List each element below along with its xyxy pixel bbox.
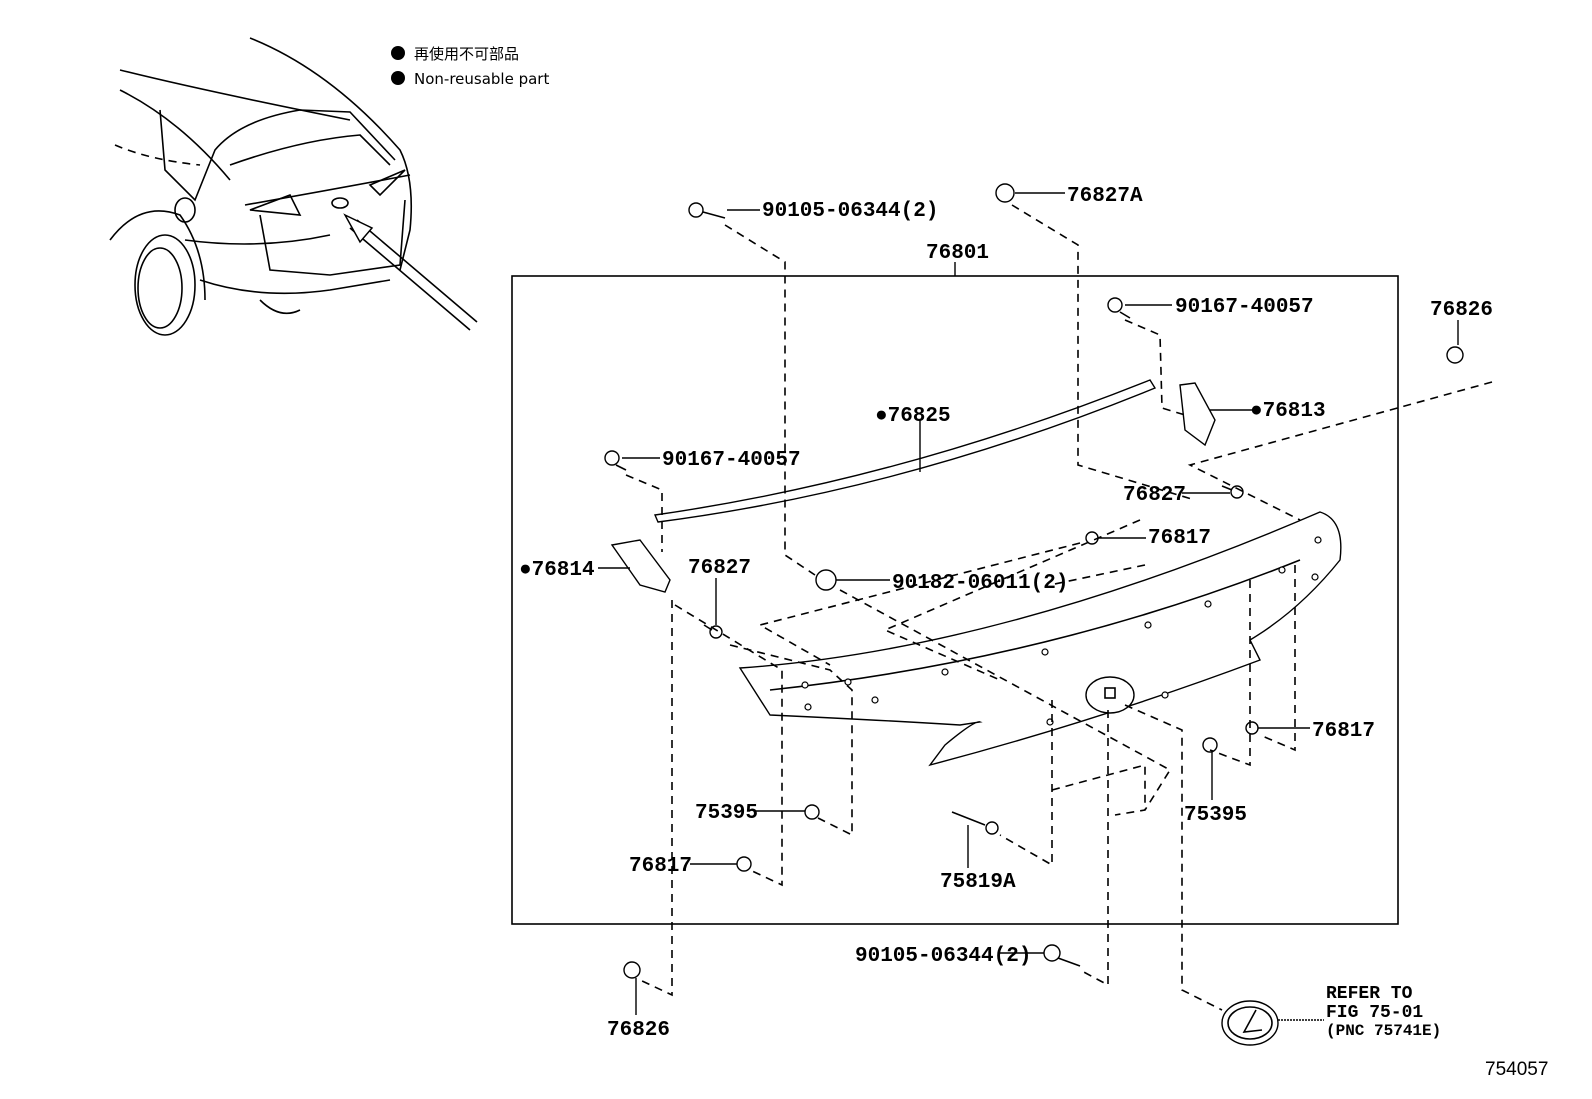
label-bolt-top: 90105-06344(2) (762, 200, 938, 223)
bolt-icon (688, 202, 704, 218)
refer-line-3: (PNC 75741E) (1326, 1022, 1441, 1040)
part-labels: 90105-06344(2) 76827A 76801 90167-40057 … (519, 185, 1493, 1042)
leader-lines (598, 192, 1459, 1021)
label-76827-right: 76827 (1123, 484, 1186, 507)
figure-number: 754057 (1485, 1059, 1548, 1080)
clip-icon (1230, 485, 1244, 499)
wire-75819A[interactable] (951, 811, 986, 826)
bracket-76814[interactable] (610, 539, 671, 593)
label-76817-right: 76817 (1312, 720, 1375, 743)
assembly-guide-lines (625, 204, 1493, 1011)
non-reusable-bullet-icon (391, 71, 405, 85)
emblem-mount (1085, 676, 1135, 714)
clip-icon (995, 183, 1015, 203)
label-76827-left: 76827 (688, 557, 751, 580)
label-76827A: 76827A (1067, 185, 1143, 208)
clip-icon (1245, 721, 1259, 735)
clip-icon (736, 856, 752, 872)
refer-note: REFER TO FIG 75-01 (PNC 75741E) (1326, 984, 1441, 1040)
refer-line-2: FIG 75-01 (1326, 1003, 1423, 1023)
label-nut-left: 76826 (607, 1019, 670, 1042)
screw-icon (604, 450, 620, 466)
label-76817-left: 76817 (629, 855, 692, 878)
label-screw-left: 90167-40057 (662, 449, 801, 472)
label-nut-right: 76826 (1430, 299, 1493, 322)
label-76814: ●76814 (519, 559, 595, 582)
clip-icon (1202, 737, 1218, 753)
fasteners (604, 183, 1464, 979)
label-nut-center: 90182-06011(2) (892, 572, 1068, 595)
vehicle-rear-sketch (109, 37, 478, 336)
label-76813: ●76813 (1250, 400, 1326, 423)
label-75395-left: 75395 (695, 802, 758, 825)
legend-label-en: Non-reusable part (414, 70, 549, 88)
lexus-emblem-icon[interactable] (1221, 1000, 1279, 1046)
label-bolt-bottom: 90105-06344(2) (855, 945, 1031, 968)
nut-icon (1446, 346, 1464, 364)
nut-icon (623, 961, 641, 979)
label-76817-top: 76817 (1148, 527, 1211, 550)
nut-icon (815, 569, 837, 591)
refer-line-1: REFER TO (1326, 984, 1413, 1004)
label-75819A: 75819A (940, 871, 1016, 894)
bracket-76813[interactable] (1179, 382, 1216, 447)
label-75395-right: 75395 (1184, 804, 1247, 827)
label-screw-right: 90167-40057 (1175, 296, 1314, 319)
clip-icon (804, 804, 820, 820)
label-76801: 76801 (926, 242, 989, 265)
non-reusable-bullet-icon (391, 46, 405, 60)
screw-icon (1107, 297, 1123, 313)
bolt-icon (1043, 944, 1061, 962)
label-76825: ●76825 (875, 405, 951, 428)
legend-label-jp: 再使用不可部品 (414, 45, 519, 63)
legend: 再使用不可部品 Non-reusable part (391, 45, 549, 88)
molding-76825[interactable] (653, 379, 1157, 523)
